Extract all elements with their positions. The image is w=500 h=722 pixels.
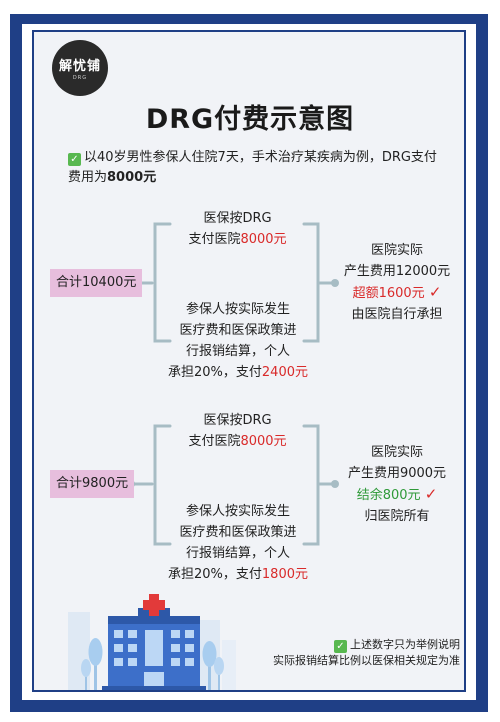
footnote-line1-text: 上述数字只为举例说明 <box>350 638 460 651</box>
check-icon: ✓ <box>68 153 81 166</box>
logo: 解忧铺 DRG <box>52 40 108 96</box>
footnote-line1: ✓上述数字只为举例说明 <box>273 637 460 653</box>
case1-right-line3: 超额1600元 ✓ <box>338 282 456 304</box>
case1-bottom-line4: 承担20%，支付2400元 <box>163 362 313 383</box>
case1-bottom-line2: 医疗费和医保政策进 <box>179 323 297 338</box>
footnote: ✓上述数字只为举例说明 实际报销结算比例以医保相关规定为准 <box>273 637 460 669</box>
case1-overage: 超额1600元 <box>352 286 425 301</box>
case1-patient-payment: 参保人按实际发生 医疗费和医保政策进 行报销结算，个人 承担20%，支付2400… <box>163 299 313 383</box>
case1-bottom-line1: 参保人按实际发生 <box>185 302 290 317</box>
case2-surplus: 结余800元 <box>356 488 421 503</box>
hospital-illustration <box>68 594 236 690</box>
page-title: DRG付费示意图 <box>145 104 355 135</box>
case2-total: 合计9800元 <box>50 470 135 498</box>
case1-right-line4: 由医院自行承担 <box>351 307 443 322</box>
case2-bottom-prefix: 承担20%，支付 <box>168 567 262 582</box>
case2-bottom-line2: 医疗费和医保政策进 <box>179 525 297 540</box>
case2-right-line2: 产生费用9000元 <box>347 466 447 481</box>
case2-right-line4: 归医院所有 <box>364 509 430 524</box>
footnote-line2: 实际报销结算比例以医保相关规定为准 <box>273 654 460 667</box>
intro-text: ✓以40岁男性参保人住院7天，手术治疗某疾病为例，DRG支付费用为8000元 <box>68 148 448 188</box>
case1-top-prefix: 支付医院 <box>188 232 241 247</box>
case1-bottom-amount: 2400元 <box>261 365 308 380</box>
logo-text: 解忧铺 <box>58 59 101 74</box>
case1-bottom-line3: 行报销结算，个人 <box>185 344 290 359</box>
case2-bottom-line4: 承担20%，支付1800元 <box>163 564 313 585</box>
case1-hospital-result: 医院实际 产生费用12000元 超额1600元 ✓ 由医院自行承担 <box>338 240 456 325</box>
checkmark-icon: ✓ <box>424 485 438 503</box>
check-icon: ✓ <box>334 640 347 653</box>
case2-hospital-result: 医院实际 产生费用9000元 结余800元 ✓ 归医院所有 <box>338 442 456 527</box>
case2-top-line2: 支付医院8000元 <box>170 431 305 452</box>
case2-top-line1: 医保按DRG <box>203 413 272 428</box>
case2-right-line1: 医院实际 <box>370 445 423 460</box>
case2-patient-payment: 参保人按实际发生 医疗费和医保政策进 行报销结算，个人 承担20%，支付1800… <box>163 501 313 585</box>
case2-right-line3: 结余800元 ✓ <box>338 484 456 506</box>
case2-top-amount: 8000元 <box>240 434 287 449</box>
case2-top-prefix: 支付医院 <box>188 434 241 449</box>
checkmark-icon: ✓ <box>428 283 442 301</box>
case1-top-line2: 支付医院8000元 <box>170 229 305 250</box>
case1-total: 合计10400元 <box>50 269 143 297</box>
case2-bottom-line3: 行报销结算，个人 <box>185 546 290 561</box>
case1-bottom-prefix: 承担20%，支付 <box>168 365 262 380</box>
case1-insurance-payment: 医保按DRG 支付医院8000元 <box>170 208 305 250</box>
case1-right-line1: 医院实际 <box>370 243 423 258</box>
content-panel <box>32 30 466 692</box>
case1-right-line2: 产生费用12000元 <box>343 264 451 279</box>
case2-insurance-payment: 医保按DRG 支付医院8000元 <box>170 410 305 452</box>
case1-top-line1: 医保按DRG <box>203 211 272 226</box>
intro-amount: 8000元 <box>107 170 157 185</box>
case1-top-amount: 8000元 <box>240 232 287 247</box>
logo-subtext: DRG <box>72 75 88 81</box>
case2-bottom-line1: 参保人按实际发生 <box>185 504 290 519</box>
intro-main: 以40岁男性参保人住院7天，手术治疗某疾病为例，DRG支付费用为 <box>68 150 437 185</box>
case2-bottom-amount: 1800元 <box>261 567 308 582</box>
